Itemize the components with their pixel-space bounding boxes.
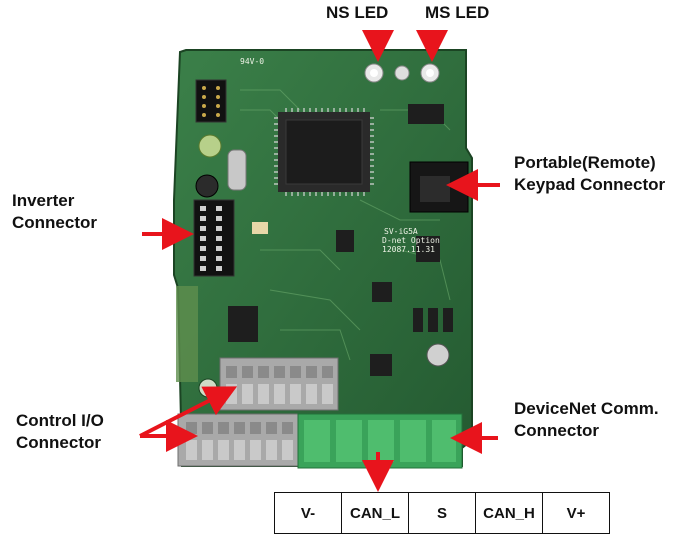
- pin-shield: S: [408, 492, 476, 534]
- silkscreen-line-2: D-net Option: [382, 236, 440, 245]
- beige-component: [252, 222, 268, 234]
- control-io-connector-label-line1: Control I/O: [16, 411, 104, 430]
- header-connector: [195, 79, 227, 123]
- ns-led-label: NS LED: [326, 3, 389, 22]
- ic-regulator: [416, 236, 440, 262]
- control-io-arrow-upper: [139, 386, 238, 438]
- silkscreen-line-1: SV-iG5A: [384, 227, 418, 236]
- ic-lower-right: [370, 354, 392, 376]
- microcontroller-chip: [278, 112, 370, 192]
- resistor-array: [413, 308, 453, 332]
- ic-upper-right: [408, 104, 444, 124]
- pin-v-minus: V-: [274, 492, 342, 534]
- ms-led-label: MS LED: [425, 3, 490, 22]
- inverter-connector-label-line1: Inverter: [12, 191, 75, 210]
- board-edge-strip: [176, 286, 198, 382]
- ic-lower-mid: [372, 282, 392, 302]
- pin-table-row: V- CAN_L S CAN_H V+: [274, 492, 610, 534]
- devicenet-pin-table: V- CAN_L S CAN_H V+: [274, 492, 610, 534]
- keypad-connector-label-line2: Keypad Connector: [514, 175, 666, 194]
- devicenet-connector-label-line1: DeviceNet Comm.: [514, 399, 659, 418]
- pin-can-l: CAN_L: [341, 492, 409, 534]
- led-spacer: [394, 65, 410, 81]
- mounting-hole: [198, 378, 218, 398]
- ic-lower-left: [228, 306, 258, 342]
- pin-v-plus: V+: [542, 492, 610, 534]
- silkscreen: SV-iG5A D-net Option 12087.11.31 94V-0: [240, 57, 440, 254]
- ms-led: [420, 63, 440, 83]
- capacitor: [198, 134, 222, 158]
- inductor: [195, 174, 219, 198]
- ul-mark: 94V-0: [240, 57, 264, 66]
- pointer-arrows: [139, 30, 500, 492]
- devicenet-connector-label-line2: Connector: [514, 421, 599, 440]
- silkscreen-line-3: 12087.11.31: [382, 245, 435, 254]
- chip-pins: [274, 108, 374, 196]
- inverter-connector-label-line2: Connector: [12, 213, 97, 232]
- control-io-terminal-upper: [219, 357, 339, 411]
- electrolytic-capacitor: [426, 343, 450, 367]
- crystal: [227, 149, 247, 191]
- control-io-connector-label-line2: Connector: [16, 433, 101, 452]
- inverter-connector: [193, 199, 235, 277]
- ns-led: [364, 63, 384, 83]
- keypad-connector-label-line1: Portable(Remote): [514, 153, 656, 172]
- control-io-terminal-lower: [177, 413, 301, 467]
- ic-mid: [336, 230, 354, 252]
- pin-can-h: CAN_H: [475, 492, 543, 534]
